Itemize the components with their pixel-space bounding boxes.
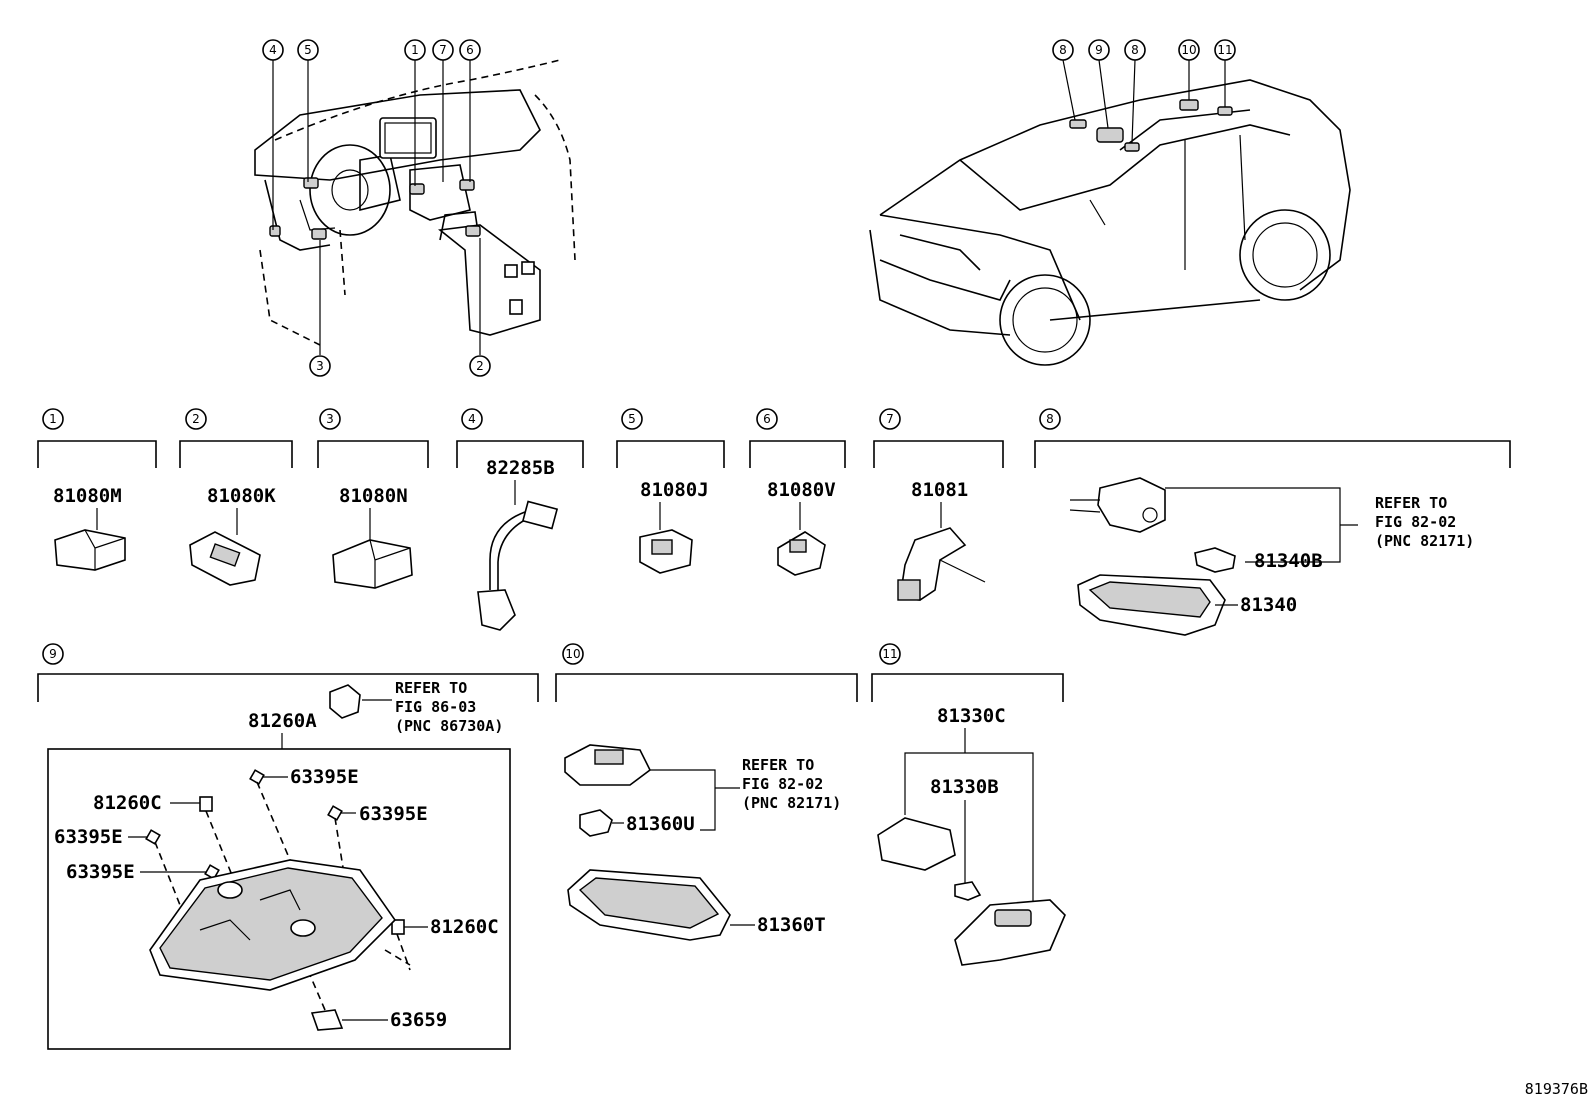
callout-3-dash: 3 [309,355,331,377]
part-81360U: 81360U [626,813,695,835]
assembly-box-9 [47,748,511,1050]
part-81260C-a: 81260C [93,792,162,814]
callout-4-dash: 4 [262,39,284,61]
svg-text:10: 10 [1181,43,1196,57]
part-63395E-d: 63395E [66,861,135,883]
svg-text:1: 1 [411,43,419,57]
svg-text:7: 7 [886,412,894,426]
svg-text:4: 4 [468,412,476,426]
svg-text:2: 2 [476,359,484,373]
svg-text:3: 3 [326,412,334,426]
svg-text:8: 8 [1059,43,1067,57]
refer-9-line1: REFER TO [395,679,467,697]
group-4: 4 82285B [456,408,584,631]
group-3: 3 81080N [317,408,429,589]
svg-text:8: 8 [1131,43,1139,57]
callout-10-car: 10 [1178,39,1200,61]
vehicle-illustration [869,59,1351,366]
svg-text:5: 5 [304,43,312,57]
part-63395E-b: 63395E [359,803,428,825]
group-5: 5 81080J [616,408,725,574]
part-81330C: 81330C [937,705,1006,727]
svg-text:7: 7 [439,43,447,57]
svg-text:9: 9 [49,647,57,661]
part-81080J: 81080J [640,479,709,501]
part-81330B: 81330B [930,776,999,798]
svg-text:6: 6 [466,43,474,57]
svg-text:8: 8 [1046,412,1054,426]
refer-9-line3: (PNC 86730A) [395,717,503,735]
refer-10-line3: (PNC 82171) [742,794,841,812]
part-63395E-c: 63395E [54,826,123,848]
figure-code: 819376B [1525,1080,1588,1098]
callout-8-car-b: 8 [1124,39,1146,61]
part-81080N: 81080N [339,485,408,507]
callout-5-dash: 5 [297,39,319,61]
svg-text:5: 5 [628,412,636,426]
svg-text:1: 1 [49,412,57,426]
part-81340B: 81340B [1254,550,1323,572]
svg-text:11: 11 [1217,43,1232,57]
group-11: 11 81330C 81330B [871,643,1066,966]
refer-8-line2: FIG 82-02 [1375,513,1456,531]
callout-1-dash: 1 [404,39,426,61]
part-63659: 63659 [390,1009,447,1031]
part-81080V: 81080V [767,479,836,501]
callout-8-car-a: 8 [1052,39,1074,61]
callout-9-car: 9 [1088,39,1110,61]
group-1: 1 81080M [37,408,157,571]
group-6: 6 81080V [749,408,846,576]
callout-11-car: 11 [1214,39,1236,61]
part-81360T: 81360T [757,914,826,936]
group-7: 7 81081 [873,408,1004,601]
group-9: 9 REFER TO FIG 86-03 (PNC 86730A) 81260A… [37,643,539,1050]
part-82285B: 82285B [486,457,555,479]
refer-9-line2: FIG 86-03 [395,698,476,716]
svg-text:9: 9 [1095,43,1103,57]
group-10: 10 REFER TO FIG 82-02 (PNC 82171) 81360U… [555,643,858,941]
refer-8-line1: REFER TO [1375,494,1447,512]
svg-text:6: 6 [763,412,771,426]
part-81340: 81340 [1240,594,1297,616]
group-8: 8 81340B 81340 REFER TO FIG 82-02 (PNC 8… [1034,408,1511,636]
svg-text:2: 2 [192,412,200,426]
part-63395E-a: 63395E [290,766,359,788]
part-81080M: 81080M [53,485,122,507]
svg-text:4: 4 [269,43,277,57]
part-81260C-b: 81260C [430,916,499,938]
callout-2-dash: 2 [469,355,491,377]
svg-text:3: 3 [316,359,324,373]
group-2: 2 81080K [179,408,293,586]
callout-7-dash: 7 [432,39,454,61]
part-81080K: 81080K [207,485,276,507]
dashboard-illustration [254,59,576,355]
svg-text:11: 11 [882,647,897,661]
part-81260A: 81260A [248,710,317,732]
refer-10-line1: REFER TO [742,756,814,774]
callout-6-dash: 6 [459,39,481,61]
part-81081: 81081 [911,479,968,501]
refer-8-line3: (PNC 82171) [1375,532,1474,550]
refer-10-line2: FIG 82-02 [742,775,823,793]
svg-text:10: 10 [565,647,580,661]
